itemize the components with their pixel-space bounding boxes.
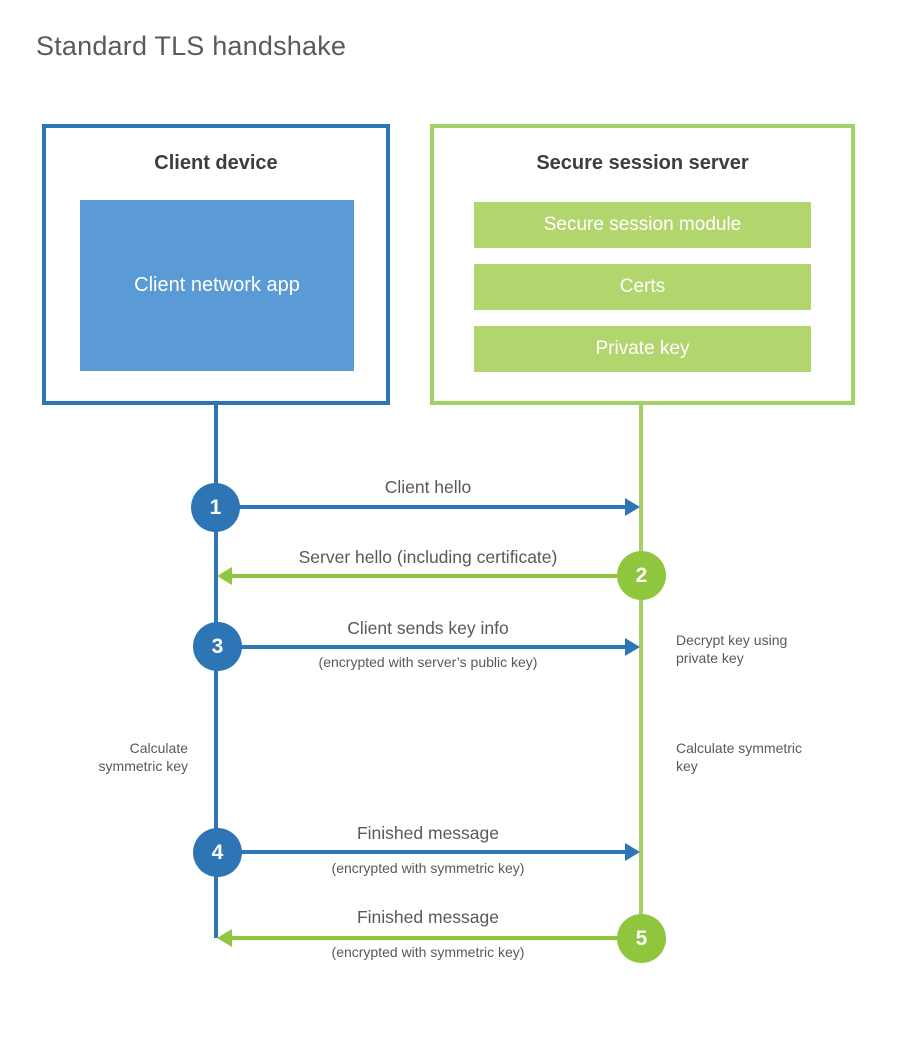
step-4-sublabel: (encrypted with symmetric key) bbox=[331, 860, 525, 876]
step-3-label: Client sends key info bbox=[347, 618, 509, 638]
step-5-badge: 5 bbox=[617, 914, 666, 963]
client-network-app-module: Client network app bbox=[80, 200, 354, 371]
note-calculate-symmetric-key-client: Calculate symmetric key bbox=[98, 740, 188, 775]
server-title: Secure session server bbox=[536, 152, 749, 174]
step-4-label: Finished message bbox=[356, 823, 500, 843]
arrow-step-4-right-icon bbox=[217, 843, 640, 861]
step-5-label: Finished message bbox=[356, 907, 500, 927]
arrow-step-2-left-icon bbox=[217, 567, 641, 585]
arrowhead-right-icon bbox=[625, 498, 640, 516]
client-device-title: Client device bbox=[154, 152, 278, 174]
arrowhead-right-icon bbox=[625, 843, 640, 861]
page-title: Standard TLS handshake bbox=[36, 31, 347, 61]
arrow-step-3-right-icon bbox=[217, 638, 640, 656]
arrowhead-left-icon bbox=[217, 929, 232, 947]
server-module-secure-session: Secure session module bbox=[474, 202, 811, 248]
note-decrypt-key: Decrypt key using private key bbox=[676, 632, 788, 667]
note-calculate-symmetric-key-server: Calculate symmetric key bbox=[676, 740, 803, 775]
arrowhead-right-icon bbox=[625, 638, 640, 656]
server-modules-list: Secure session module Certs Private key bbox=[474, 202, 811, 388]
step-1-label: Client hello bbox=[384, 477, 472, 497]
arrowhead-left-icon bbox=[217, 567, 232, 585]
arrow-step-1-right-icon bbox=[215, 498, 640, 516]
step-5-sublabel: (encrypted with symmetric key) bbox=[331, 944, 525, 960]
step-2-label: Server hello (including certificate) bbox=[298, 547, 558, 567]
client-lifeline bbox=[214, 405, 218, 938]
server-box: Secure session server Secure session mod… bbox=[430, 124, 855, 405]
step-3-badge: 3 bbox=[193, 622, 242, 671]
client-device-box: Client device Client network app bbox=[42, 124, 390, 405]
step-4-badge: 4 bbox=[193, 828, 242, 877]
step-2-badge: 2 bbox=[617, 551, 666, 600]
arrow-step-5-left-icon bbox=[217, 929, 641, 947]
step-3-sublabel: (encrypted with server’s public key) bbox=[318, 654, 538, 670]
server-module-private-key: Private key bbox=[474, 326, 811, 372]
step-1-badge: 1 bbox=[191, 483, 240, 532]
server-lifeline bbox=[639, 405, 643, 938]
server-module-certs: Certs bbox=[474, 264, 811, 310]
